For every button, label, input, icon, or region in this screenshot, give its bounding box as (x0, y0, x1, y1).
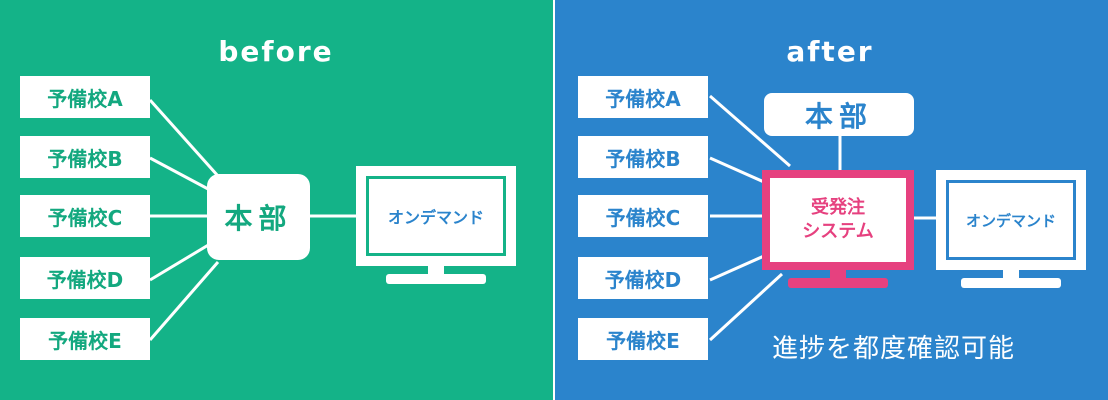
line-after-d-system (709, 254, 765, 282)
line-before-b-hq (149, 156, 211, 192)
system-monitor: 受発注 システム (762, 170, 914, 288)
after-school-e: 予備校E (578, 318, 708, 360)
after-monitor-neck (1003, 270, 1019, 280)
after-monitor-screen: オンデマンド (936, 170, 1086, 270)
before-school-d: 予備校D (20, 257, 150, 299)
line-after-a-system (709, 94, 791, 168)
line-after-b-system (709, 156, 765, 184)
line-before-d-hq (149, 242, 211, 282)
before-school-c: 予備校C (20, 195, 150, 237)
before-monitor-label: オンデマンド (387, 208, 484, 227)
line-before-a-hq (148, 98, 220, 178)
after-monitor-stand (961, 278, 1061, 288)
after-school-a: 予備校A (578, 76, 708, 118)
before-monitor-screen: オンデマンド (356, 166, 516, 266)
before-title: before (218, 35, 334, 68)
before-monitor-stand (386, 274, 486, 284)
after-monitor: オンデマンド (936, 170, 1086, 288)
before-monitor: オンデマンド (356, 166, 516, 284)
after-school-d: 予備校D (578, 257, 708, 299)
system-monitor-neck (830, 270, 846, 280)
line-before-e-hq (148, 261, 220, 341)
after-hq-box: 本部 (764, 93, 914, 136)
after-school-b: 予備校B (578, 136, 708, 178)
after-school-c: 予備校C (578, 195, 708, 237)
before-hq-box: 本部 (207, 174, 310, 260)
system-label-line2: システム (802, 221, 874, 242)
progress-note: 進捗を都度確認可能 (772, 334, 1016, 364)
after-title: after (786, 35, 874, 68)
after-monitor-label: オンデマンド (965, 211, 1056, 230)
before-school-e: 予備校E (20, 318, 150, 360)
system-monitor-stand (788, 278, 888, 288)
panel-divider (553, 0, 555, 400)
system-label-line1: 受発注 (811, 197, 865, 218)
before-monitor-neck (428, 266, 444, 276)
line-after-e-system (708, 272, 784, 342)
before-school-b: 予備校B (20, 136, 150, 178)
system-monitor-screen: 受発注 システム (762, 170, 914, 270)
before-school-a: 予備校A (20, 76, 150, 118)
